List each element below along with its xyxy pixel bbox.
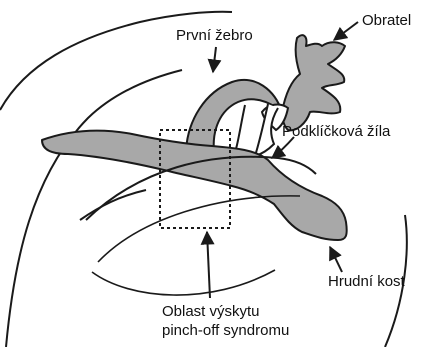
clavicle (42, 131, 347, 240)
arm-inner-outline (6, 70, 182, 347)
arrow-pinch-off-region (207, 232, 210, 298)
subclavian-vein (255, 104, 278, 156)
label-region-line-1: Oblast výskytu (162, 303, 260, 321)
label-vertebra: Obratel (362, 12, 411, 30)
arrow-vertebra (334, 22, 358, 40)
label-sternum: Hrudní kost (328, 273, 405, 291)
label-subclavian-vein: Podklíčková žíla (282, 123, 390, 141)
label-first-rib: První žebro (176, 27, 253, 45)
vertebra (282, 35, 345, 130)
arrow-sternum (330, 247, 342, 272)
lower-rib-curve (92, 270, 275, 295)
label-region-line-2: pinch-off syndromu (162, 322, 289, 340)
arrow-first-rib (213, 47, 216, 72)
